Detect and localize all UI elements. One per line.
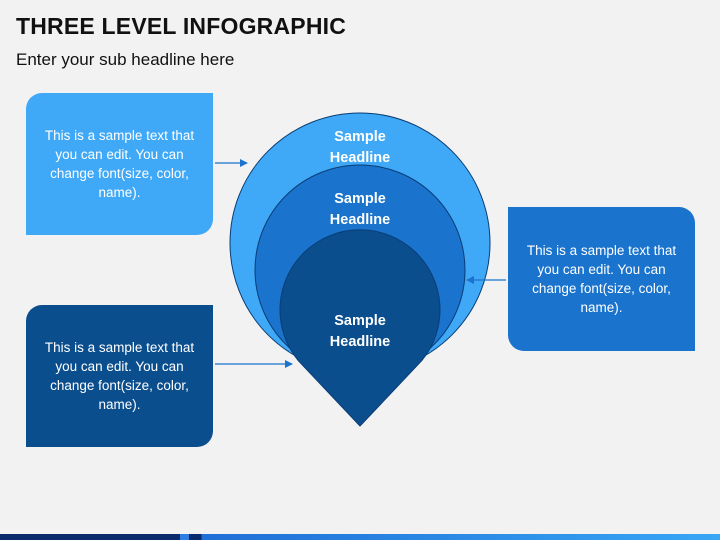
level-outer-headline-line1: Sample [334,129,386,145]
text-box-top-left[interactable]: This is a sample text that you can edit.… [26,93,213,235]
level-middle-headline-line2: Headline [330,212,390,228]
level-middle-headline-line1: Sample [334,191,386,207]
level-inner-pin [279,229,441,427]
level-inner-headline-line2: Headline [330,334,390,350]
level-inner-headline-line1: Sample [334,313,386,329]
bottom-accent-mark [180,534,189,540]
text-box-bottom-left[interactable]: This is a sample text that you can edit.… [26,305,213,447]
text-box-right-text: This is a sample text that you can edit.… [526,243,677,315]
text-box-right[interactable]: This is a sample text that you can edit.… [508,207,695,351]
page-subtitle: Enter your sub headline here [16,50,235,69]
page-title: THREE LEVEL INFOGRAPHIC [16,13,347,39]
text-box-bottom-left-text: This is a sample text that you can edit.… [44,340,195,412]
text-box-top-left-text: This is a sample text that you can edit.… [44,128,195,200]
bottom-accent-bar [0,534,720,540]
level-outer-headline-line2: Headline [330,150,390,166]
